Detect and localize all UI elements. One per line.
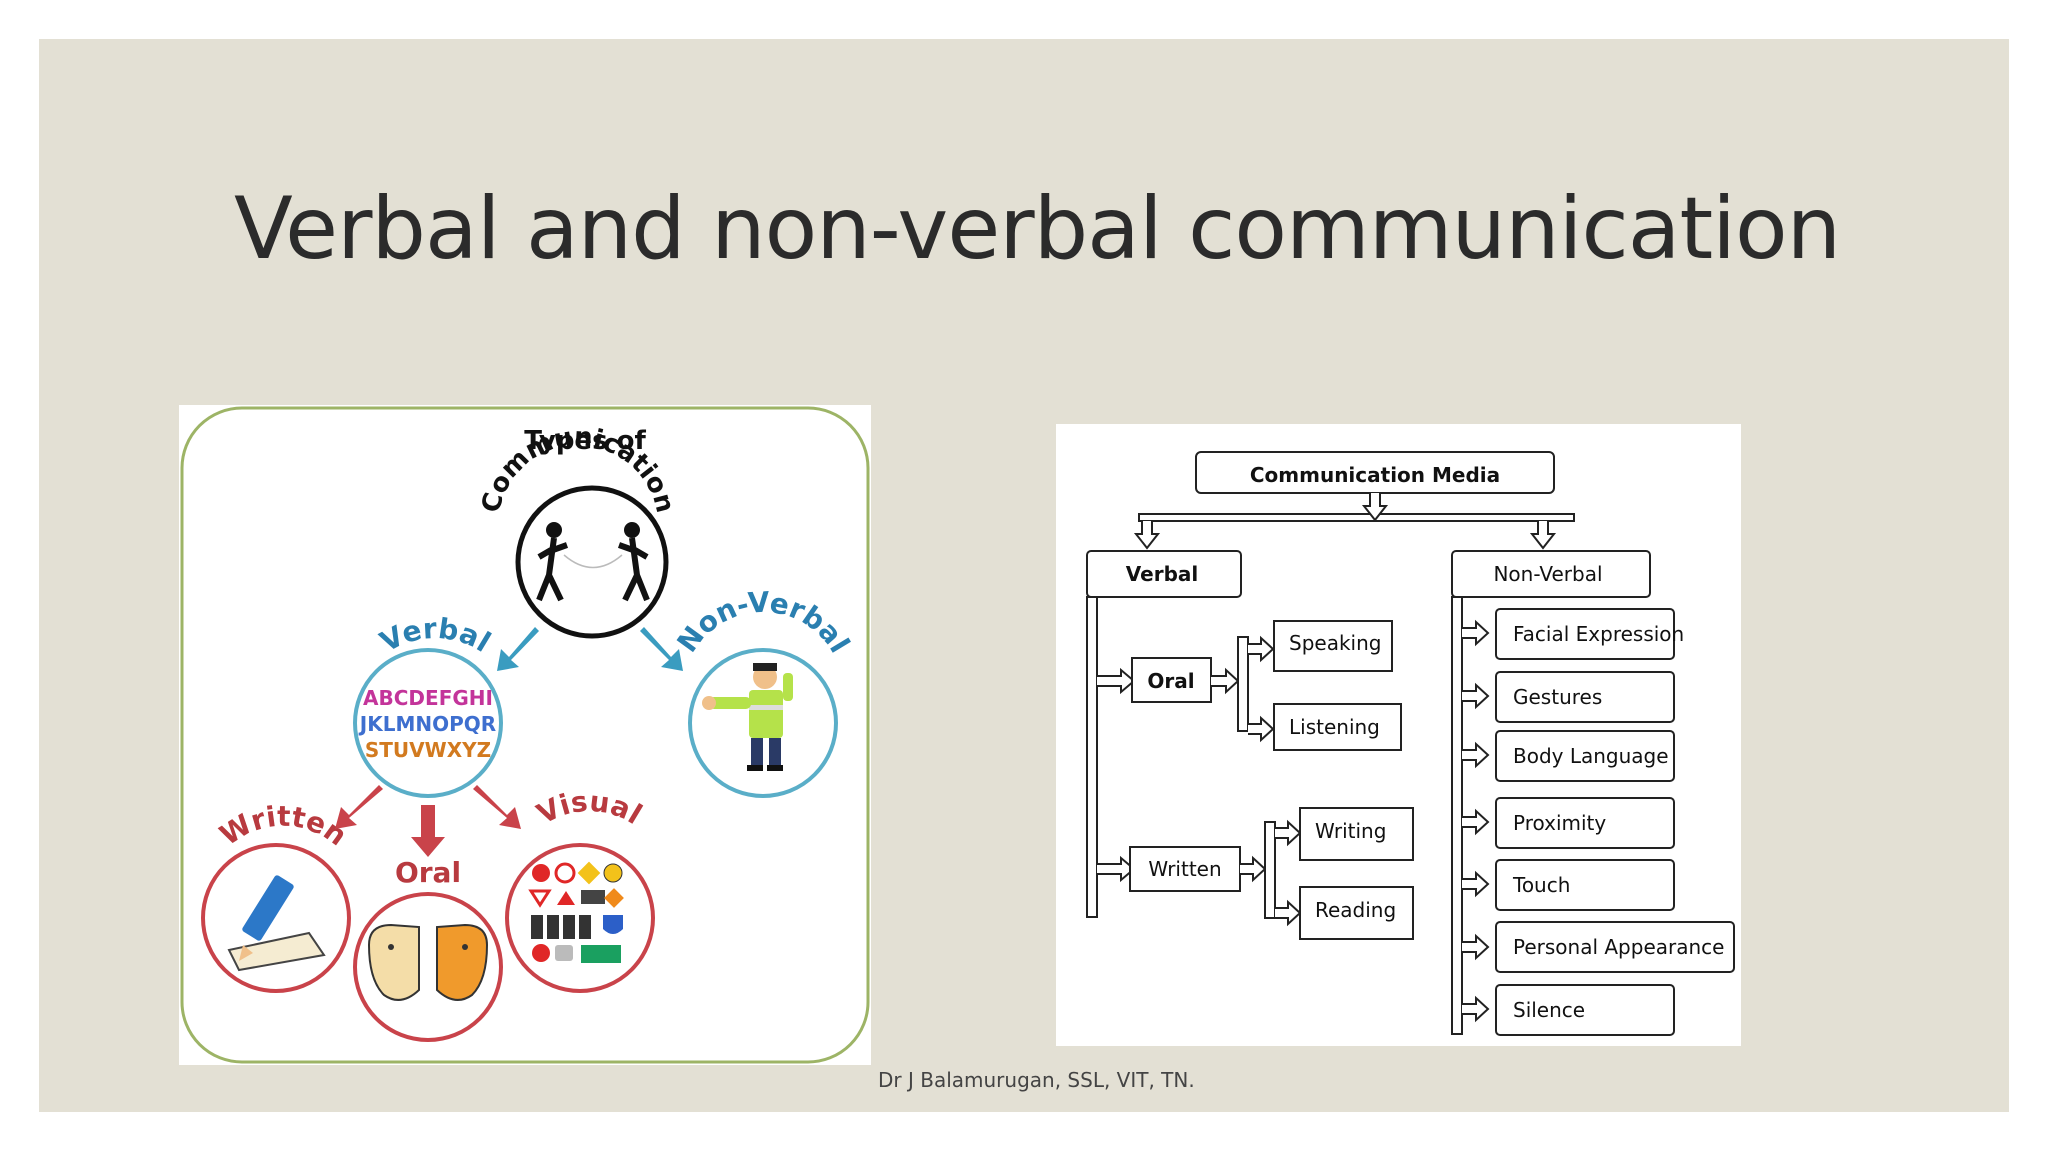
- arrow-to-nonverbal: [640, 627, 683, 671]
- facial-expression-label: Facial Expression: [1513, 622, 1684, 646]
- communication-media-diagram: Communication Media Verbal Non-Verbal Or…: [1086, 451, 1735, 1036]
- written-node-label: Written: [1148, 857, 1221, 881]
- body-language-box: [1495, 730, 1675, 782]
- personal-appearance-box: [1495, 921, 1735, 973]
- arrow-to-visual: [473, 785, 521, 829]
- oral-node-label: Oral: [1147, 669, 1194, 693]
- speaking-box: [1273, 620, 1393, 672]
- svg-text:JKLMNOPQR: JKLMNOPQR: [358, 712, 496, 736]
- gestures-box: [1495, 671, 1675, 723]
- silence-label: Silence: [1513, 998, 1585, 1022]
- listening-box: [1273, 703, 1402, 751]
- body-language-label: Body Language: [1513, 744, 1669, 768]
- footer-credit: Dr J Balamurugan, SSL, VIT, TN.: [878, 1068, 1195, 1092]
- arrow-to-oral: [411, 805, 445, 857]
- reading-label: Reading: [1315, 898, 1396, 922]
- two-people-icon: [536, 522, 650, 602]
- written-circle: [201, 843, 351, 993]
- nonverbal-node-label: Non-Verbal: [1493, 562, 1602, 586]
- writing-box: [1299, 807, 1414, 861]
- svg-text:STUVWXYZ: STUVWXYZ: [365, 738, 491, 762]
- touch-label: Touch: [1512, 873, 1570, 897]
- traffic-police-icon: [702, 663, 793, 771]
- oral-label: Oral: [395, 856, 461, 889]
- verbal-circle: [353, 648, 503, 798]
- writing-label: Writing: [1315, 819, 1386, 843]
- types-of-communication-figure: Types of Communication Verbal ABCDEFGHI …: [179, 405, 871, 1065]
- speaking-label: Speaking: [1289, 631, 1381, 655]
- talking-faces-icon: [367, 923, 489, 1001]
- alphabet-icon: ABCDEFGHI JKLMNOPQR STUVWXYZ: [358, 686, 496, 762]
- arrow-to-verbal: [497, 627, 539, 671]
- arrow-to-written: [335, 785, 383, 829]
- slide-title: Verbal and non-verbal communication: [234, 179, 1841, 279]
- nonverbal-box: [1451, 550, 1651, 598]
- oral-box: [1131, 657, 1212, 703]
- verbal-box: [1086, 550, 1242, 598]
- listening-label: Listening: [1289, 715, 1380, 739]
- rounded-frame: [180, 406, 870, 1064]
- proximity-box: [1495, 797, 1675, 849]
- center-circle: [515, 485, 669, 639]
- communication-media-figure: Communication Media Verbal Non-Verbal Or…: [1056, 424, 1741, 1046]
- types-of-label: Types of: [524, 426, 646, 456]
- facial-expression-box: [1495, 608, 1675, 660]
- types-diagram: Types of Communication Verbal ABCDEFGHI …: [180, 406, 870, 1064]
- svg-text:ABCDEFGHI: ABCDEFGHI: [363, 686, 493, 710]
- personal-appearance-label: Personal Appearance: [1513, 935, 1724, 959]
- silence-box: [1495, 984, 1675, 1036]
- gestures-label: Gestures: [1513, 685, 1602, 709]
- verbal-node-label: Verbal: [1126, 562, 1198, 586]
- pencil-paper-icon: [227, 875, 326, 972]
- reading-box: [1299, 886, 1414, 940]
- proximity-label: Proximity: [1513, 811, 1606, 835]
- touch-box: [1495, 859, 1675, 911]
- root-label: Communication Media: [1250, 463, 1500, 487]
